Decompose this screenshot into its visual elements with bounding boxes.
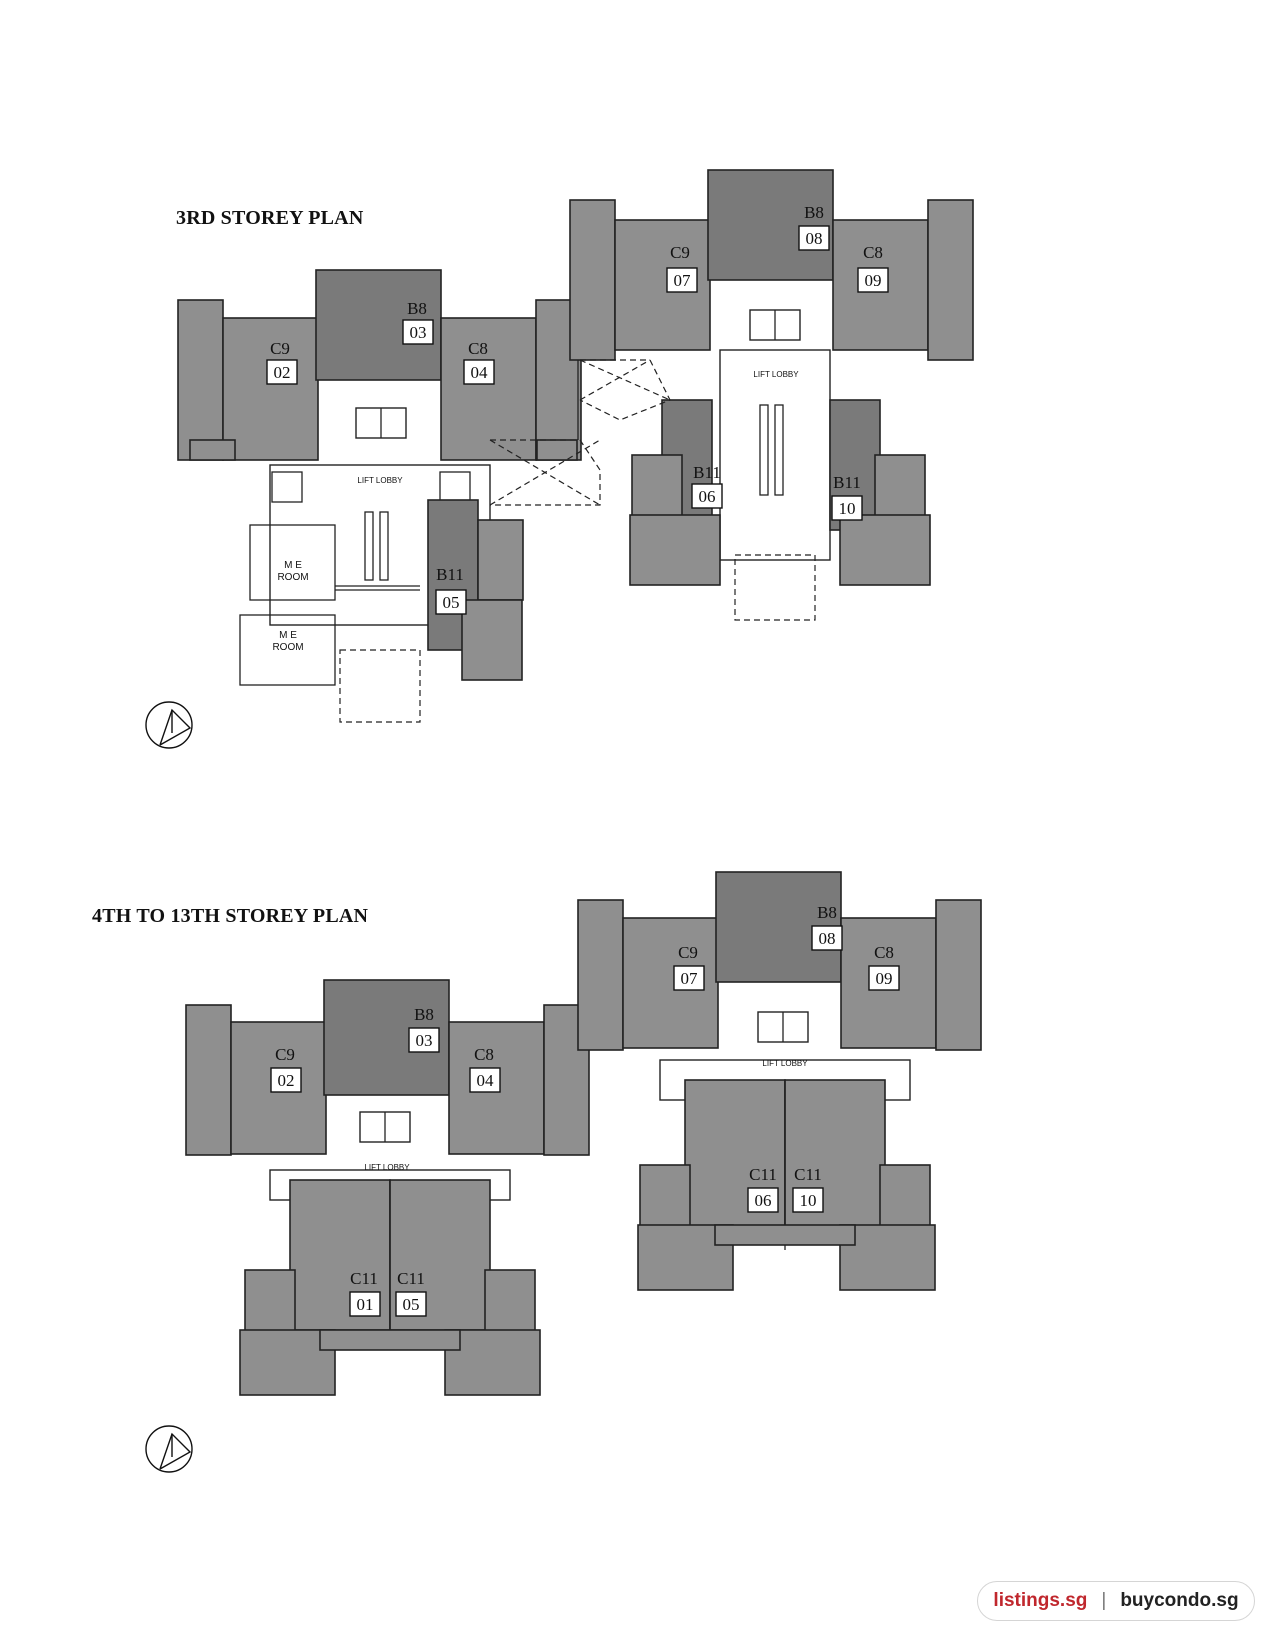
block-left-3rd	[177, 269, 601, 723]
block-right-3rd	[569, 169, 974, 621]
unit-label: C11 01	[349, 1269, 381, 1317]
unit-label: C11 10	[792, 1165, 824, 1213]
svg-text:06: 06	[755, 1191, 772, 1210]
svg-text:B11: B11	[833, 473, 861, 492]
lift-lobby-label: LIFT LOBBY	[762, 1059, 808, 1068]
unit-label: C8 04	[469, 1045, 501, 1093]
svg-text:08: 08	[806, 229, 823, 248]
lift-lobby-label: LIFT LOBBY	[357, 476, 403, 485]
svg-text:C8: C8	[863, 243, 883, 262]
svg-text:C9: C9	[670, 243, 690, 262]
svg-text:B11: B11	[693, 463, 721, 482]
svg-text:04: 04	[471, 363, 489, 382]
unit-label: C11 06	[747, 1165, 779, 1213]
unit-label: B8 03	[402, 299, 434, 345]
unit-label: B8 08	[798, 203, 830, 251]
svg-text:02: 02	[274, 363, 291, 382]
svg-text:C8: C8	[874, 943, 894, 962]
brand-listings: listings.sg	[993, 1590, 1088, 1611]
plan-title-4th-to-13th-storey: 4TH TO 13TH STOREY PLAN	[92, 905, 369, 927]
brand-separator: |	[1101, 1590, 1107, 1611]
svg-text:10: 10	[800, 1191, 817, 1210]
unit-label: B8 08	[811, 903, 843, 951]
svg-text:C11: C11	[397, 1269, 425, 1288]
svg-text:B8: B8	[817, 903, 837, 922]
watermark-footer: listings.sg | buycondo.sg	[977, 1581, 1255, 1621]
me-room-label: M E	[284, 560, 302, 571]
svg-text:C8: C8	[474, 1045, 494, 1064]
svg-text:C11: C11	[794, 1165, 822, 1184]
svg-text:03: 03	[410, 323, 427, 342]
svg-text:06: 06	[699, 487, 716, 506]
svg-text:C11: C11	[350, 1269, 378, 1288]
svg-text:07: 07	[681, 969, 699, 988]
svg-text:C8: C8	[468, 339, 488, 358]
lift-lobby-label: LIFT LOBBY	[753, 370, 799, 379]
north-arrow-icon	[145, 1425, 193, 1473]
unit-label: C8 09	[857, 243, 889, 293]
svg-text:07: 07	[674, 271, 692, 290]
unit-label: C9 07	[666, 243, 698, 293]
svg-text:B8: B8	[407, 299, 427, 318]
unit-label: C8 04	[463, 339, 495, 385]
unit-label: B11 05	[435, 565, 467, 615]
svg-text:04: 04	[477, 1071, 495, 1090]
unit-label: B8 03	[408, 1005, 440, 1053]
unit-label: C9 02	[266, 339, 298, 385]
unit-label: C9 07	[673, 943, 705, 991]
unit-label: B11 06	[691, 463, 723, 509]
svg-text:B8: B8	[414, 1005, 434, 1024]
north-arrow-icon	[145, 701, 193, 749]
svg-text:08: 08	[819, 929, 836, 948]
svg-text:05: 05	[403, 1295, 420, 1314]
svg-text:09: 09	[865, 271, 882, 290]
svg-text:09: 09	[876, 969, 893, 988]
svg-text:C9: C9	[678, 943, 698, 962]
svg-text:C9: C9	[275, 1045, 295, 1064]
plan-title-3rd-storey: 3RD STOREY PLAN	[176, 207, 364, 229]
unit-label: C9 02	[270, 1045, 302, 1093]
me-room-label: ROOM	[277, 572, 308, 583]
lift-lobby-label: LIFT LOBBY	[364, 1163, 410, 1172]
svg-text:C9: C9	[270, 339, 290, 358]
svg-text:01: 01	[357, 1295, 374, 1314]
svg-text:05: 05	[443, 593, 460, 612]
unit-label: C11 05	[395, 1269, 427, 1317]
block-left-typical	[185, 979, 590, 1396]
unit-label: B11 10	[831, 473, 863, 521]
brand-buycondo: buycondo.sg	[1120, 1590, 1239, 1611]
svg-text:03: 03	[416, 1031, 433, 1050]
svg-text:B8: B8	[804, 203, 824, 222]
me-room-label: M E	[279, 630, 297, 641]
svg-text:10: 10	[839, 499, 856, 518]
block-right-typical	[577, 871, 982, 1291]
svg-text:C11: C11	[749, 1165, 777, 1184]
unit-label: C8 09	[868, 943, 900, 991]
svg-text:B11: B11	[436, 565, 464, 584]
svg-text:02: 02	[278, 1071, 295, 1090]
me-room-label: ROOM	[272, 642, 303, 653]
